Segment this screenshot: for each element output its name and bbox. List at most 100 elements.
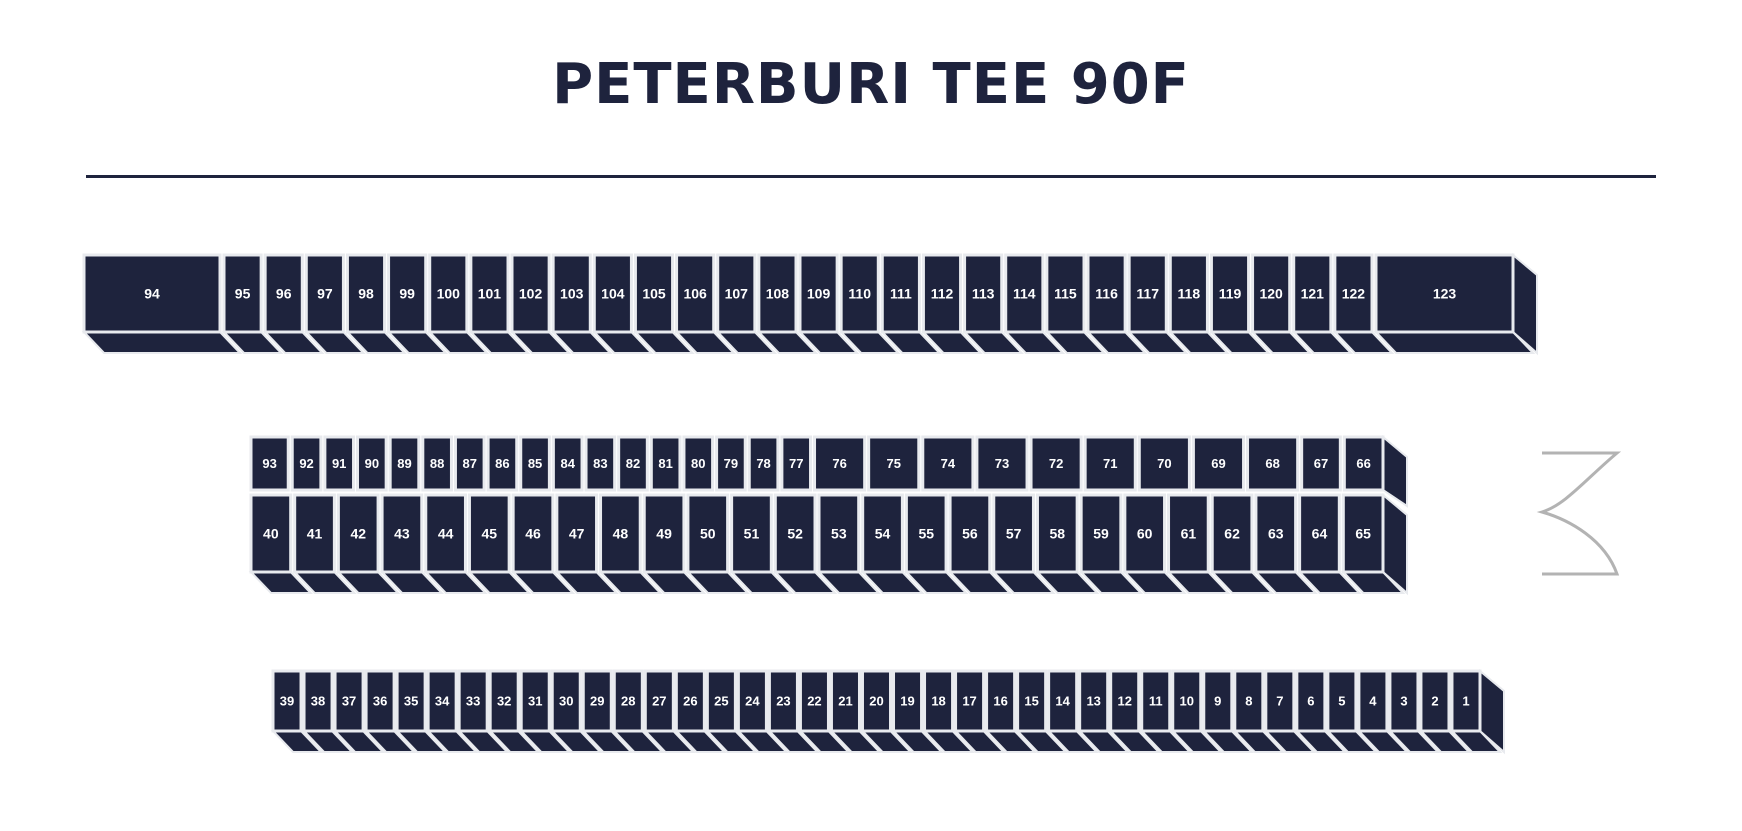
storage-unit-face[interactable] bbox=[861, 493, 904, 574]
storage-unit[interactable]: 45 bbox=[467, 493, 511, 574]
storage-unit-face[interactable] bbox=[1047, 669, 1079, 733]
storage-unit-face[interactable] bbox=[323, 435, 356, 492]
storage-unit-face[interactable] bbox=[551, 435, 584, 492]
storage-unit-face[interactable] bbox=[682, 435, 715, 492]
storage-unit-face[interactable] bbox=[817, 493, 861, 574]
storage-unit-face[interactable] bbox=[426, 669, 458, 733]
storage-unit[interactable]: 98 bbox=[345, 253, 387, 334]
storage-unit[interactable]: 5 bbox=[1326, 669, 1358, 733]
storage-unit-face[interactable] bbox=[1295, 669, 1327, 733]
storage-unit-face[interactable] bbox=[798, 669, 830, 733]
storage-unit[interactable]: 102 bbox=[510, 253, 551, 334]
storage-unit-face[interactable] bbox=[716, 253, 757, 334]
storage-unit-face[interactable] bbox=[421, 435, 453, 492]
storage-unit-face[interactable] bbox=[1210, 493, 1254, 574]
storage-unit-face[interactable] bbox=[592, 253, 633, 334]
storage-unit[interactable]: 24 bbox=[736, 669, 768, 733]
storage-unit-face[interactable] bbox=[649, 435, 682, 492]
storage-unit[interactable]: 111 bbox=[880, 253, 921, 334]
storage-unit[interactable]: 105 bbox=[633, 253, 675, 334]
storage-unit[interactable]: 65 bbox=[1341, 493, 1385, 574]
storage-unit[interactable]: 49 bbox=[642, 493, 686, 574]
storage-unit-face[interactable] bbox=[617, 435, 649, 492]
storage-unit-face[interactable] bbox=[263, 253, 304, 334]
storage-unit-face[interactable] bbox=[519, 435, 551, 492]
storage-unit-face[interactable] bbox=[921, 435, 975, 492]
storage-unit[interactable]: 55 bbox=[904, 493, 948, 574]
storage-unit[interactable]: 68 bbox=[1246, 435, 1300, 492]
storage-unit[interactable]: 54 bbox=[861, 493, 904, 574]
storage-unit[interactable]: 33 bbox=[457, 669, 489, 733]
storage-unit[interactable]: 56 bbox=[948, 493, 992, 574]
storage-unit-face[interactable] bbox=[511, 493, 555, 574]
storage-unit-face[interactable] bbox=[1168, 253, 1209, 334]
storage-unit[interactable]: 106 bbox=[675, 253, 716, 334]
storage-unit-face[interactable] bbox=[1341, 493, 1385, 574]
storage-unit-face[interactable] bbox=[1079, 493, 1123, 574]
storage-unit[interactable]: 72 bbox=[1029, 435, 1083, 492]
storage-unit[interactable]: 99 bbox=[387, 253, 428, 334]
storage-unit[interactable]: 11 bbox=[1140, 669, 1172, 733]
storage-unit[interactable]: 15 bbox=[1016, 669, 1048, 733]
storage-unit[interactable]: 47 bbox=[555, 493, 599, 574]
storage-unit-face[interactable] bbox=[380, 493, 424, 574]
storage-unit[interactable]: 115 bbox=[1045, 253, 1086, 334]
storage-unit[interactable]: 83 bbox=[584, 435, 617, 492]
storage-unit-face[interactable] bbox=[686, 493, 730, 574]
storage-unit[interactable]: 113 bbox=[963, 253, 1004, 334]
storage-unit-face[interactable] bbox=[674, 669, 706, 733]
storage-unit[interactable]: 66 bbox=[1342, 435, 1385, 492]
storage-unit[interactable]: 2 bbox=[1419, 669, 1451, 733]
storage-unit-face[interactable] bbox=[747, 435, 780, 492]
storage-unit-face[interactable] bbox=[1127, 253, 1168, 334]
storage-unit-face[interactable] bbox=[1016, 669, 1048, 733]
storage-unit[interactable]: 107 bbox=[716, 253, 757, 334]
storage-unit[interactable]: 123 bbox=[1374, 253, 1515, 334]
storage-unit-face[interactable] bbox=[1333, 253, 1374, 334]
storage-unit-face[interactable] bbox=[923, 669, 955, 733]
storage-unit-face[interactable] bbox=[813, 435, 867, 492]
storage-unit-face[interactable] bbox=[1419, 669, 1451, 733]
storage-unit[interactable]: 119 bbox=[1209, 253, 1251, 334]
storage-unit-face[interactable] bbox=[1450, 669, 1482, 733]
storage-unit-face[interactable] bbox=[736, 669, 768, 733]
storage-unit-face[interactable] bbox=[730, 493, 773, 574]
storage-unit[interactable]: 39 bbox=[271, 669, 303, 733]
storage-unit-face[interactable] bbox=[293, 493, 336, 574]
storage-unit-face[interactable] bbox=[1004, 253, 1045, 334]
storage-unit-face[interactable] bbox=[302, 669, 334, 733]
storage-unit[interactable]: 23 bbox=[767, 669, 799, 733]
storage-unit-face[interactable] bbox=[1109, 669, 1141, 733]
storage-unit[interactable]: 77 bbox=[780, 435, 813, 492]
storage-unit[interactable]: 34 bbox=[426, 669, 458, 733]
storage-unit-face[interactable] bbox=[551, 253, 592, 334]
storage-unit-face[interactable] bbox=[550, 669, 582, 733]
storage-unit-face[interactable] bbox=[1202, 669, 1234, 733]
storage-unit-face[interactable] bbox=[892, 669, 924, 733]
storage-unit[interactable]: 25 bbox=[705, 669, 737, 733]
storage-unit[interactable]: 121 bbox=[1292, 253, 1333, 334]
storage-unit-face[interactable] bbox=[1251, 253, 1292, 334]
storage-unit[interactable]: 20 bbox=[860, 669, 893, 733]
storage-unit-face[interactable] bbox=[555, 493, 599, 574]
storage-unit-face[interactable] bbox=[1292, 253, 1333, 334]
storage-unit-face[interactable] bbox=[424, 493, 467, 574]
storage-unit[interactable]: 40 bbox=[249, 493, 293, 574]
storage-unit[interactable]: 88 bbox=[421, 435, 453, 492]
storage-unit-face[interactable] bbox=[599, 493, 642, 574]
storage-unit[interactable]: 46 bbox=[511, 493, 555, 574]
storage-unit[interactable]: 118 bbox=[1168, 253, 1209, 334]
storage-unit[interactable]: 35 bbox=[395, 669, 427, 733]
storage-unit[interactable]: 112 bbox=[921, 253, 963, 334]
storage-unit[interactable]: 9 bbox=[1202, 669, 1234, 733]
storage-unit[interactable]: 13 bbox=[1078, 669, 1110, 733]
storage-unit[interactable]: 75 bbox=[867, 435, 921, 492]
storage-unit[interactable]: 89 bbox=[388, 435, 421, 492]
storage-unit[interactable]: 44 bbox=[424, 493, 467, 574]
storage-unit[interactable]: 94 bbox=[82, 253, 222, 334]
storage-unit-face[interactable] bbox=[336, 493, 380, 574]
storage-unit[interactable]: 6 bbox=[1295, 669, 1327, 733]
storage-unit[interactable]: 61 bbox=[1167, 493, 1210, 574]
storage-unit-face[interactable] bbox=[880, 253, 921, 334]
storage-unit-face[interactable] bbox=[1342, 435, 1385, 492]
